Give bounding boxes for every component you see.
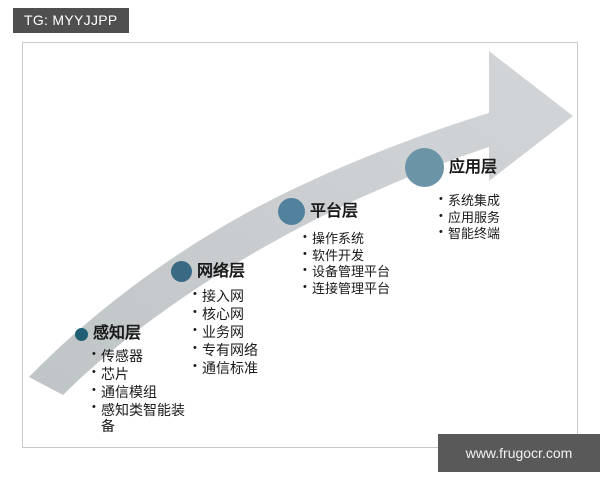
arrow-shape	[29, 51, 573, 395]
layer-item-list-application: 系统集成 应用服务 智能终端	[439, 192, 500, 243]
list-item: 通信标准	[193, 359, 258, 378]
list-item: 设备管理平台	[303, 263, 390, 281]
watermark: www.frugocr.com	[438, 434, 600, 472]
layer-group-perception: 感知层 传感器 芯片 通信模组 感知类智能装备	[75, 326, 187, 435]
tag-badge: TG: MYYJJPP	[13, 8, 129, 33]
layer-item-list-network: 接入网 核心网 业务网 专有网络 通信标准	[193, 287, 258, 378]
layer-dot-icon-network	[171, 261, 192, 282]
layer-dot-icon-platform	[278, 198, 305, 225]
list-item: 连接管理平台	[303, 280, 390, 298]
layer-header-perception: 感知层	[75, 326, 187, 342]
layer-title-perception: 感知层	[93, 325, 142, 342]
layer-header-platform: 平台层	[278, 198, 390, 225]
list-item: 系统集成	[439, 192, 500, 210]
list-item: 感知类智能装备	[92, 401, 187, 435]
list-item: 通信模组	[92, 383, 187, 402]
layer-item-list-platform: 操作系统 软件开发 设备管理平台 连接管理平台	[303, 230, 390, 298]
list-item: 智能终端	[439, 225, 500, 243]
layer-title-application: 应用层	[449, 158, 498, 176]
layer-item-list-perception: 传感器 芯片 通信模组 感知类智能装备	[92, 347, 187, 435]
layer-group-application: 应用层 系统集成 应用服务 智能终端	[405, 148, 500, 243]
growth-arrow-icon	[29, 51, 573, 395]
layer-header-network: 网络层	[171, 261, 258, 282]
layer-header-application: 应用层	[405, 148, 500, 187]
figure-panel: 感知层 传感器 芯片 通信模组 感知类智能装备 网络层 接入网 核心网 业务网 …	[22, 42, 578, 448]
list-item: 核心网	[193, 305, 258, 324]
layer-dot-icon-application	[405, 148, 444, 187]
layer-group-platform: 平台层 操作系统 软件开发 设备管理平台 连接管理平台	[278, 198, 390, 298]
list-item: 专有网络	[193, 341, 258, 360]
list-item: 操作系统	[303, 230, 390, 248]
list-item: 传感器	[92, 347, 187, 366]
layer-title-platform: 平台层	[310, 202, 359, 220]
list-item: 接入网	[193, 287, 258, 306]
list-item: 应用服务	[439, 209, 500, 227]
layer-dot-icon-perception	[75, 327, 88, 341]
layer-title-network: 网络层	[197, 262, 246, 280]
layer-group-network: 网络层 接入网 核心网 业务网 专有网络 通信标准	[171, 261, 258, 378]
list-item: 软件开发	[303, 247, 390, 265]
list-item: 芯片	[92, 365, 187, 384]
list-item: 业务网	[193, 323, 258, 342]
